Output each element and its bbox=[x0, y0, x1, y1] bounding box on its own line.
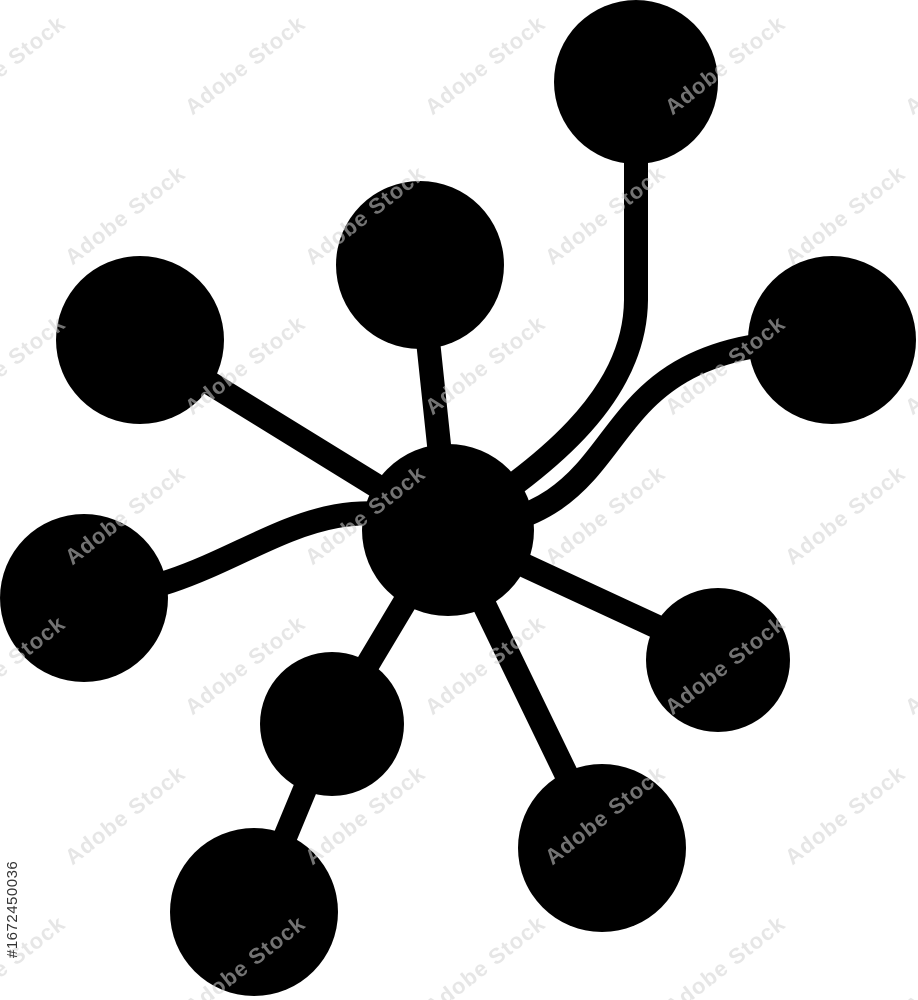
node-right bbox=[748, 256, 916, 424]
node-top-right bbox=[554, 0, 718, 164]
node-bottom-left bbox=[170, 828, 338, 996]
stock-id-label: #1672450036 bbox=[4, 860, 21, 958]
node-top-left bbox=[56, 256, 224, 424]
node-left bbox=[0, 514, 168, 682]
hub-node bbox=[362, 444, 534, 616]
node-lower-right bbox=[646, 588, 790, 732]
node-bottom-right bbox=[518, 764, 686, 932]
node-lower-left-small bbox=[260, 652, 404, 796]
node-top bbox=[336, 181, 504, 349]
